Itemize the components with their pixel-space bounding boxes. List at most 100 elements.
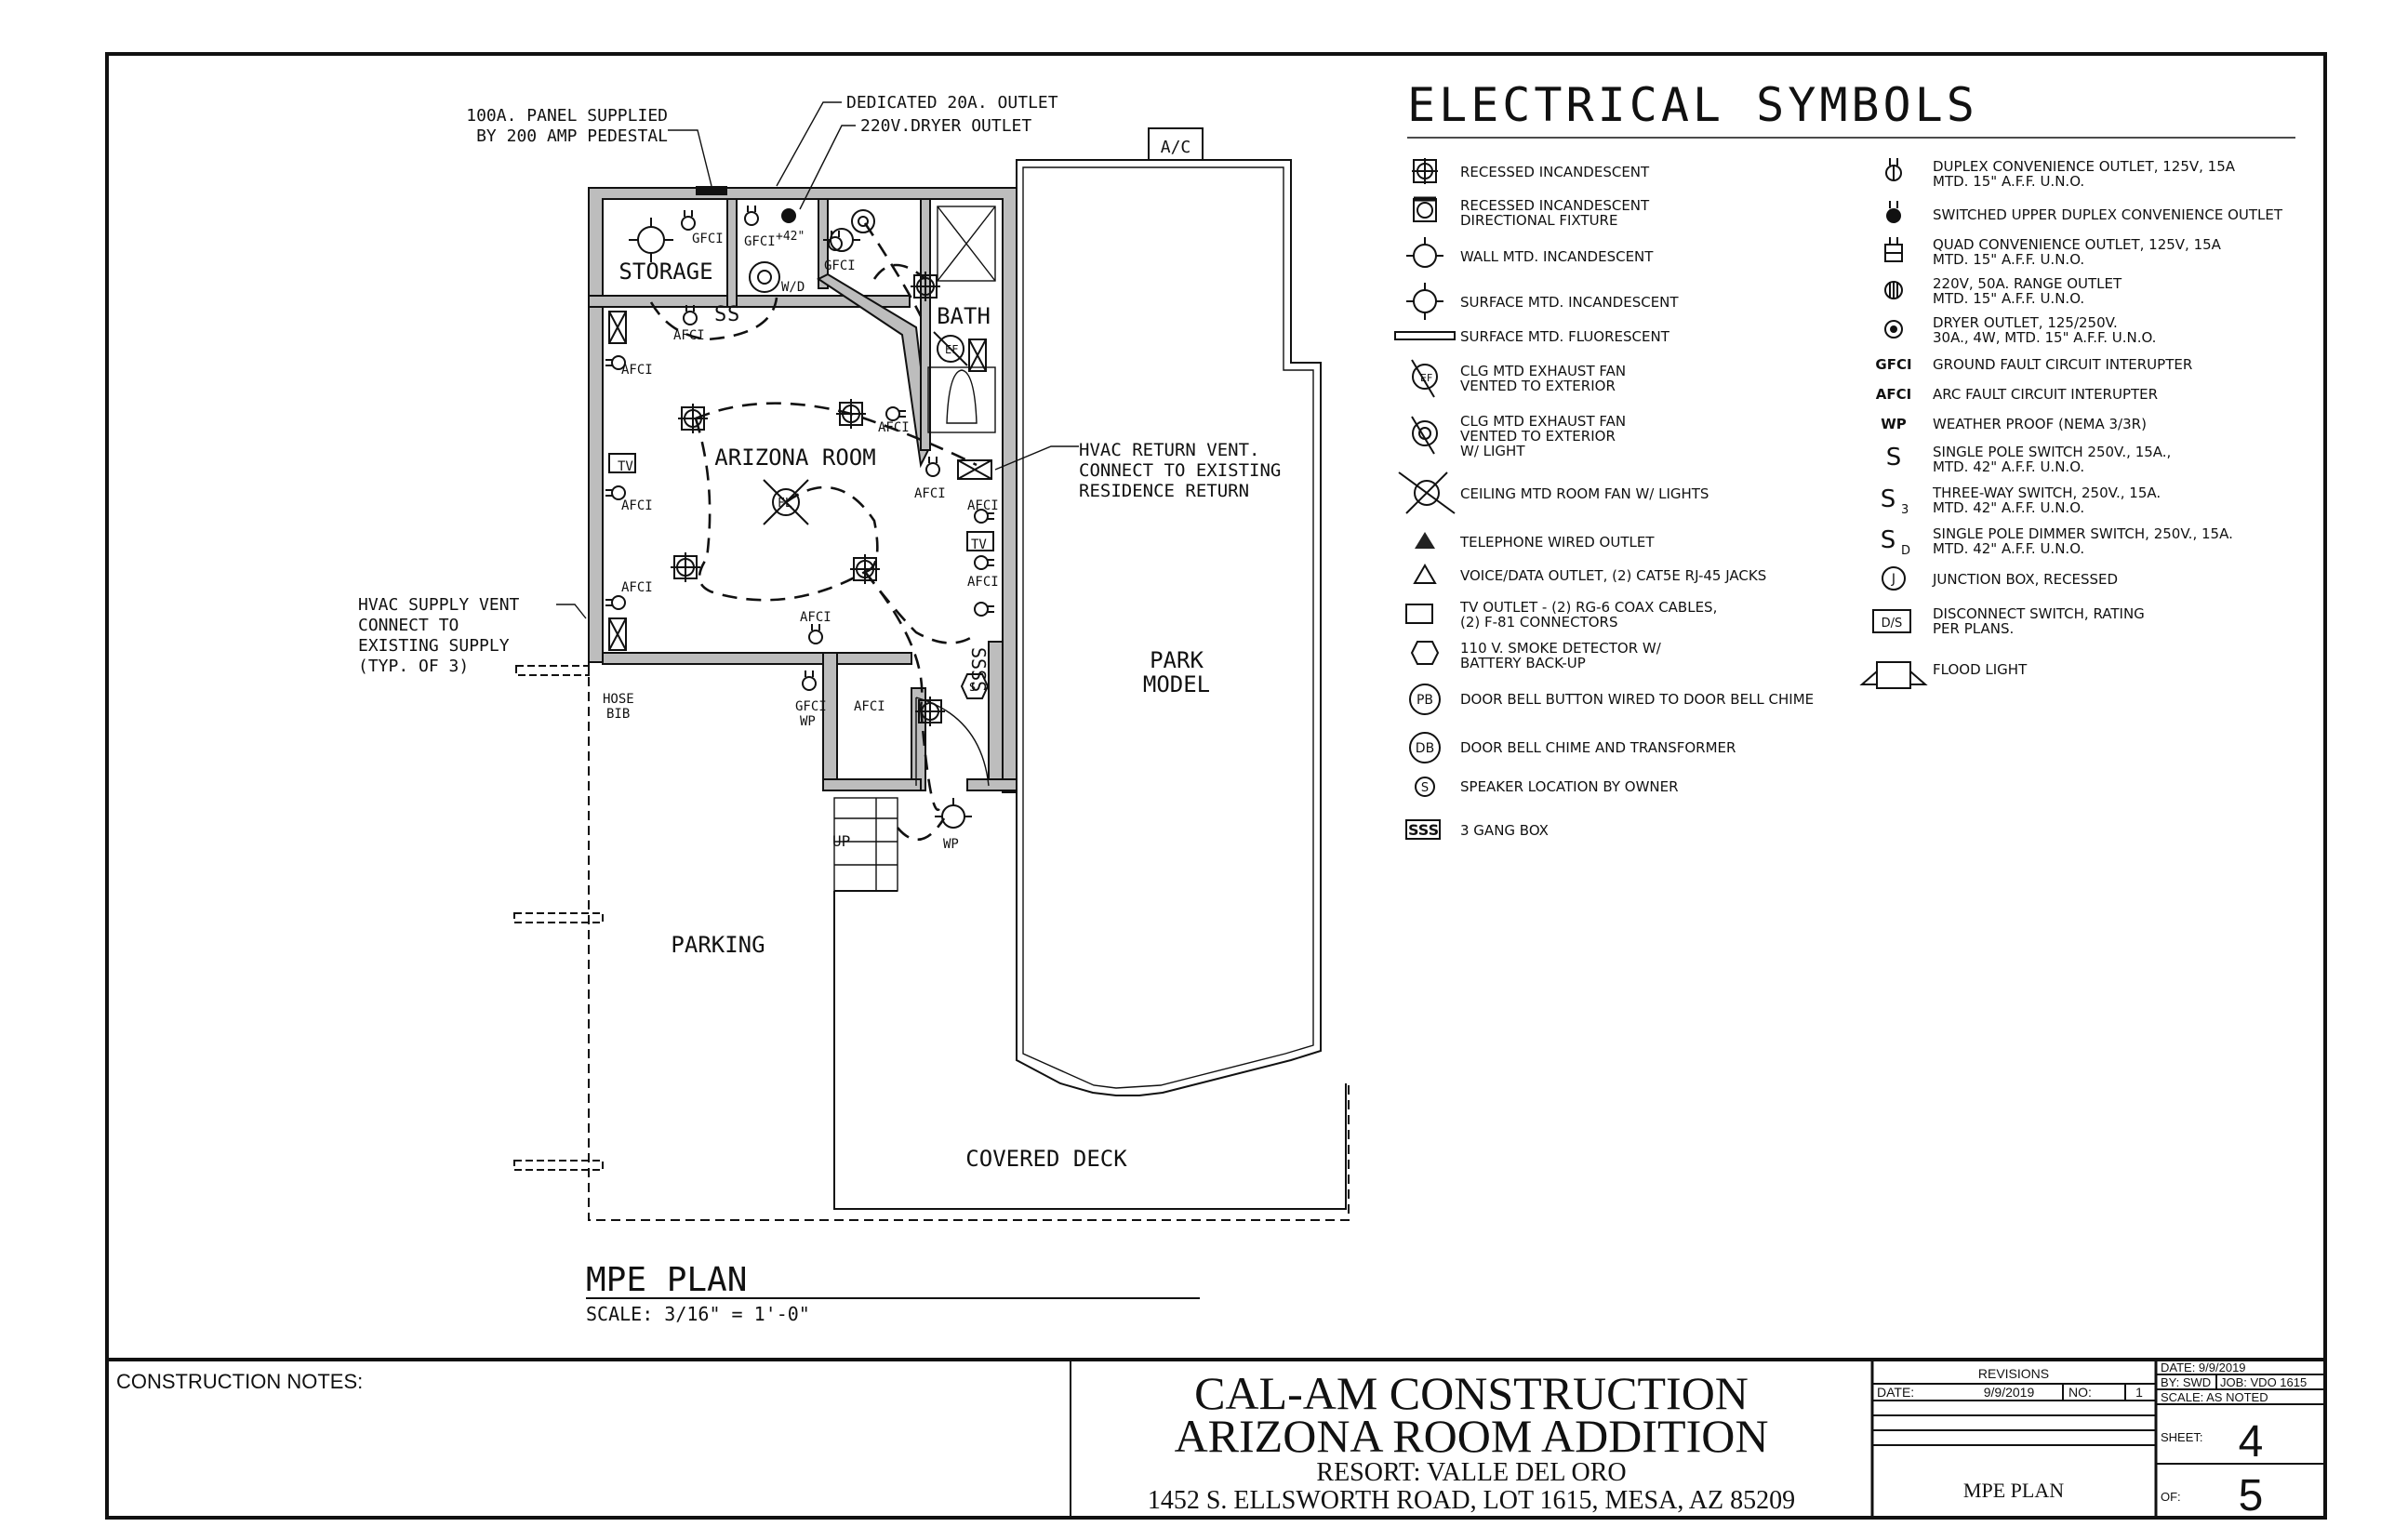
tag-wd: W/D [781, 280, 805, 295]
legend-left-2: WALL MTD. INCANDESCENT [1460, 248, 1654, 265]
tag-afci: AFCI [621, 363, 653, 378]
tag-switch: S [727, 303, 739, 326]
project-name: ARIZONA ROOM ADDITION [1175, 1410, 1769, 1462]
legend-left-7: CEILING MTD ROOM FAN W/ LIGHTS [1460, 485, 1709, 502]
legend-left-13: DOOR BELL CHIME AND TRANSFORMER [1460, 739, 1736, 756]
plan-scale: SCALE: 3/16" = 1'-0" [586, 1303, 810, 1325]
sheet-total: 5 [2239, 1471, 2264, 1520]
parking-outline [588, 662, 1350, 1221]
legend-left-3: SURFACE MTD. INCANDESCENT [1460, 294, 1679, 311]
hvac-return-callout-2: CONNECT TO EXISTING [1079, 460, 1281, 481]
title-block: CONSTRUCTION NOTES: CAL-AM CONSTRUCTION … [107, 1358, 2325, 1520]
legend-s-sym: S [1886, 444, 1902, 471]
legend-sd-sub: D [1901, 544, 1910, 558]
tag-afci: AFCI [673, 328, 705, 343]
legend-right-5: GROUND FAULT CIRCUIT INTERUPTER [1933, 356, 2192, 373]
washer-dryer-icon [749, 261, 780, 293]
legend-sd-sym: S [1881, 526, 1896, 554]
leader-lines [556, 101, 1079, 619]
legend-left-14: SPEAKER LOCATION BY OWNER [1460, 778, 1679, 795]
steps [833, 797, 898, 892]
rev-no-value: 1 [2135, 1385, 2143, 1400]
legend-left-symbols [1394, 158, 1456, 840]
legend-left-6a: CLG MTD EXHAUST FAN [1460, 413, 1626, 430]
floor-plan: 100A. PANEL SUPPLIED BY 200 AMP PEDESTAL… [358, 93, 1350, 1325]
plan-title: MPE PLAN [586, 1261, 747, 1299]
legend-left-1b: DIRECTIONAL FIXTURE [1460, 212, 1617, 229]
legend-gang-label: SSS [1408, 821, 1439, 839]
legend-right-7: WEATHER PROOF (NEMA 3/3R) [1933, 416, 2147, 432]
tag-wp: WP [800, 714, 816, 729]
exhaust-fan-icon [933, 331, 968, 366]
legend-right-0b: MTD. 15" A.F.F. U.N.O. [1933, 173, 2084, 190]
hvac-supply-callout-1: HVAC SUPPLY VENT [358, 595, 520, 615]
legend-right-3a: 220V, 50A. RANGE OUTLET [1933, 275, 2122, 292]
legend-left-12: DOOR BELL BUTTON WIRED TO DOOR BELL CHIM… [1460, 691, 1814, 708]
room-arizona: ARIZONA ROOM [714, 445, 875, 471]
ceiling-fan-icon [763, 479, 809, 525]
legend-right-symbols [1859, 158, 1928, 689]
by-field: BY: SWD [2161, 1375, 2211, 1389]
legend-right-0a: DUPLEX CONVENIENCE OUTLET, 125V, 15A [1933, 158, 2236, 175]
date-field: DATE: 9/9/2019 [2161, 1361, 2246, 1374]
legend-right-10a: SINGLE POLE DIMMER SWITCH, 250V., 15A. [1933, 525, 2233, 542]
legend-right-11: JUNCTION BOX, RECESSED [1932, 571, 2118, 588]
park-model-outline [1016, 159, 1322, 1096]
room-bath: BATH [937, 303, 991, 329]
legend-left-6b: VENTED TO EXTERIOR [1460, 428, 1616, 445]
legend-left-10a: TV OUTLET - (2) RG-6 COAX CABLES, [1459, 599, 1717, 616]
room-park: PARK [1150, 647, 1204, 673]
scale-field: SCALE: AS NOTED [2161, 1390, 2268, 1404]
legend-right-10b: MTD. 42" A.F.F. U.N.O. [1933, 540, 2084, 557]
tag-gfci: GFCI [692, 232, 724, 246]
legend-right-8b: MTD. 42" A.F.F. U.N.O. [1933, 458, 2084, 475]
tag-tv: TV [971, 538, 987, 552]
room-storage: STORAGE [619, 259, 712, 285]
shower [937, 206, 996, 282]
of-label: OF: [2161, 1490, 2181, 1504]
hvac-supply-callout-3: EXISTING SUPPLY [358, 636, 510, 656]
rev-no-label: NO: [2068, 1385, 2092, 1400]
legend-right-6: ARC FAULT CIRCUIT INTERUPTER [1933, 386, 2158, 403]
legend-afci-sym: AFCI [1876, 386, 1911, 403]
tag-ef: EF [945, 343, 958, 356]
legend-right-2b: MTD. 15" A.F.F. U.N.O. [1933, 251, 2084, 268]
project-address: 1452 S. ELLSWORTH ROAD, LOT 1615, MESA, … [1148, 1486, 1795, 1515]
legend-ds-sym: D/S [1882, 617, 1903, 631]
tag-afci: AFCI [621, 498, 653, 513]
tag-afci: AFCI [967, 575, 999, 590]
legend-s3-sym: S [1881, 485, 1896, 513]
sheet-border [105, 52, 2327, 1520]
dryer-outlet-icon [781, 208, 796, 223]
resort-name: RESORT: VALLE DEL ORO [1316, 1458, 1626, 1487]
park-model-inner [1022, 166, 1314, 1089]
legend-right-3b: MTD. 15" A.F.F. U.N.O. [1933, 290, 2084, 307]
construction-notes-label: CONSTRUCTION NOTES: [116, 1370, 363, 1393]
electrical-legend: ELECTRICAL SYMBOLS EF PB DB S SSS REC [1394, 78, 2295, 840]
legend-left-11a: 110 V. SMOKE DETECTOR W/ [1460, 640, 1662, 657]
legend-db-label: DB [1416, 741, 1434, 756]
legend-left-4: SURFACE MTD. FLUORESCENT [1460, 328, 1670, 345]
tag-switch: S [714, 303, 726, 326]
room-model: MODEL [1143, 671, 1210, 697]
legend-speaker-label: S [1421, 781, 1429, 795]
surface-light-icon [629, 209, 972, 829]
tag-wp: WP [943, 837, 959, 852]
room-parking: PARKING [671, 932, 765, 958]
legend-left-1a: RECESSED INCANDESCENT [1460, 197, 1650, 214]
room-covered-deck: COVERED DECK [965, 1146, 1127, 1172]
tag-42: +42" [776, 230, 805, 244]
sheet-number: 4 [2239, 1417, 2264, 1467]
hvac-supply-callout-2: CONNECT TO [358, 616, 459, 635]
legend-left-10b: (2) F-81 CONNECTORS [1460, 614, 1618, 631]
duplex-outlet-icon [605, 206, 994, 691]
tag-gfci: GFCI [795, 699, 827, 714]
legend-right-1: SWITCHED UPPER DUPLEX CONVENIENCE OUTLET [1933, 206, 2283, 223]
legend-right-9a: THREE-WAY SWITCH, 250V., 15A. [1932, 485, 2161, 501]
recessed-light-icon [671, 272, 945, 726]
tag-afci: AFCI [621, 580, 653, 595]
sheet-label: SHEET: [2161, 1430, 2203, 1444]
tag-tv: TV [618, 459, 633, 474]
legend-left-5b: VENTED TO EXTERIOR [1460, 378, 1616, 394]
